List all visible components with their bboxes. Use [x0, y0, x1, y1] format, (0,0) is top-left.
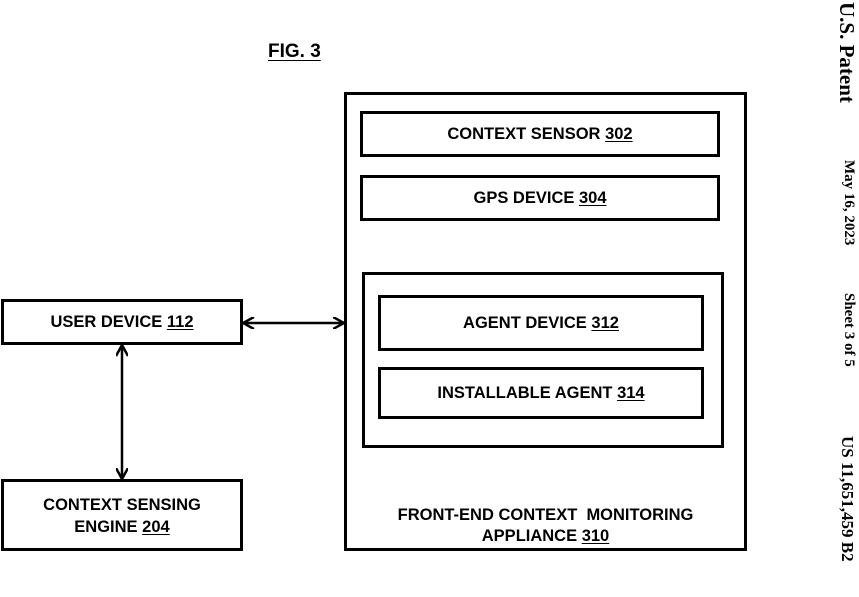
user-device-ref: 112 — [166, 313, 194, 331]
agent-device-text: AGENT DEVICE — [463, 314, 587, 332]
agent-device-label: AGENT DEVICE 312 — [378, 313, 704, 333]
installable-agent-ref: 314 — [617, 384, 645, 402]
context-sensor-ref: 302 — [605, 125, 633, 143]
context-sensing-engine-line1: CONTEXT SENSING — [43, 496, 201, 514]
user-device-text: USER DEVICE — [50, 313, 163, 331]
appliance-label-line2-row: APPLIANCE 310 — [344, 526, 747, 547]
installable-agent-label: INSTALLABLE AGENT 314 — [378, 383, 704, 403]
installable-agent-text: INSTALLABLE AGENT — [437, 384, 613, 402]
appliance-label-line2: APPLIANCE — [481, 527, 578, 545]
gps-device-label: GPS DEVICE 304 — [360, 188, 720, 208]
context-sensing-engine-line2: ENGINE — [74, 518, 138, 536]
figure-title: FIG. 3 — [268, 41, 321, 62]
user-device-box — [1, 299, 243, 345]
context-sensing-engine-label: CONTEXT SENSING ENGINE 204 — [1, 494, 243, 538]
context-sensor-text: CONTEXT SENSOR — [447, 125, 601, 143]
appliance-ref: 310 — [581, 527, 610, 545]
context-sensor-label: CONTEXT SENSOR 302 — [360, 124, 720, 144]
context-sensing-engine-ref: 204 — [142, 518, 170, 536]
user-device-label: USER DEVICE 112 — [1, 312, 243, 332]
gps-device-text: GPS DEVICE — [473, 189, 575, 207]
agent-device-ref: 312 — [591, 314, 619, 332]
context-sensing-engine-box — [1, 479, 243, 551]
gps-device-box — [360, 175, 720, 221]
context-sensor-box — [360, 111, 720, 157]
appliance-label: FRONT-END CONTEXT MONITORING APPLIANCE 3… — [344, 505, 747, 547]
gps-device-ref: 304 — [578, 189, 607, 207]
installable-agent-box — [378, 367, 704, 419]
context-sensing-engine-line2-row: ENGINE 204 — [1, 516, 243, 538]
agent-device-box — [378, 295, 704, 351]
appliance-label-line1: FRONT-END CONTEXT MONITORING — [397, 506, 694, 524]
